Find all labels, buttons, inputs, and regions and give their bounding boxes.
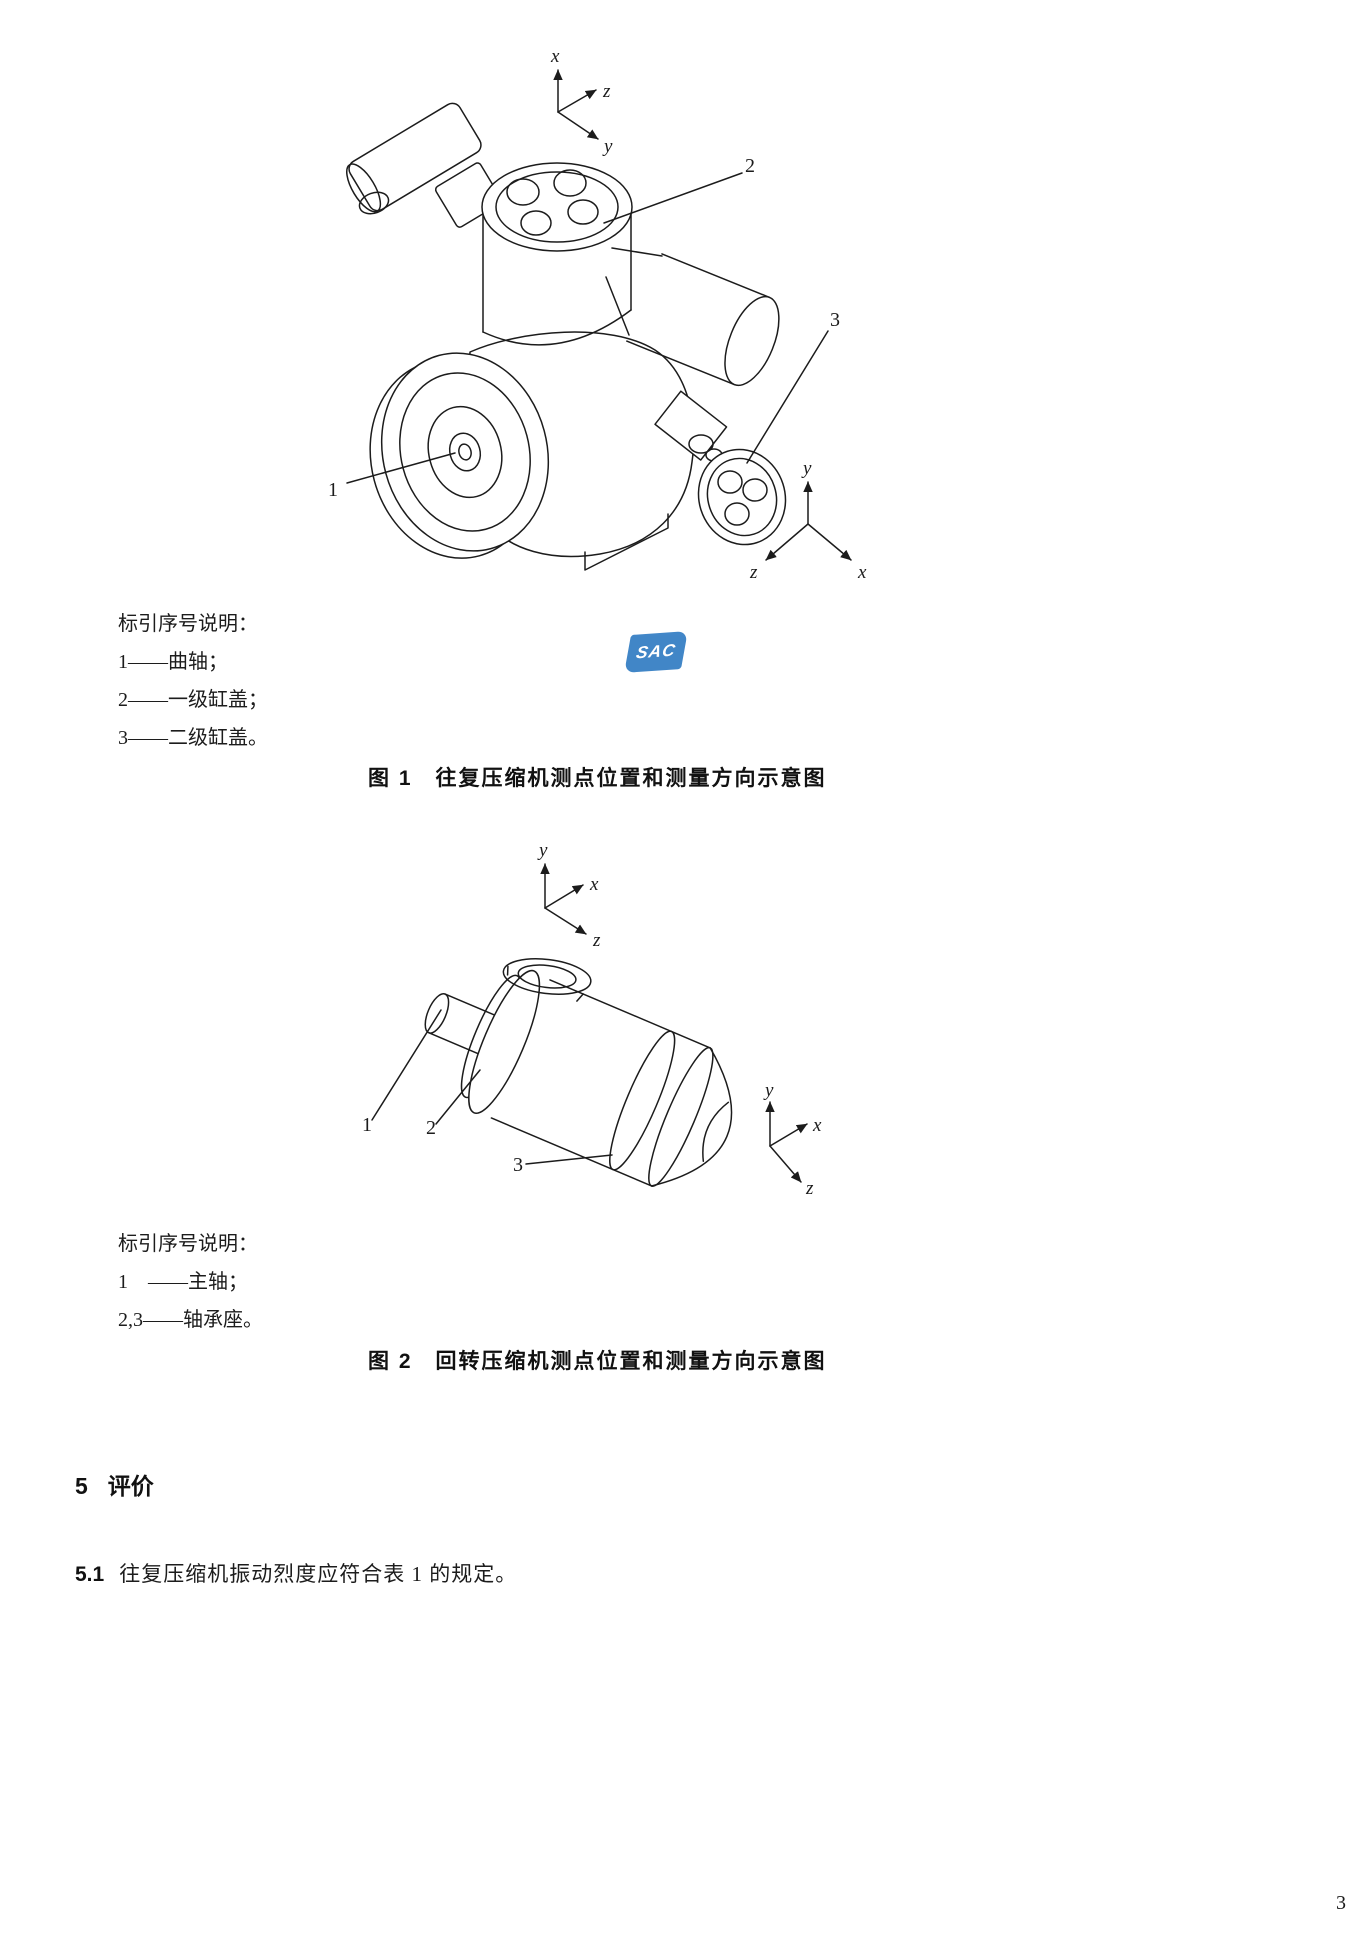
axis-label-z: z bbox=[592, 930, 601, 951]
top-flange bbox=[502, 958, 592, 995]
figure2-legend: 标引序号说明： 1 ——主轴； 2,3——轴承座。 bbox=[118, 1232, 263, 1346]
side-cylinder bbox=[605, 247, 780, 387]
figure2-axes-corner bbox=[765, 1101, 808, 1183]
clause-text: 往复压缩机振动烈度应符合表 1 的规定。 bbox=[119, 1562, 518, 1586]
motor-cylinder bbox=[346, 102, 503, 228]
axis-label-y: y bbox=[801, 458, 812, 479]
figure2-drawing: y x z y x z 1 2 3 bbox=[362, 840, 822, 1199]
legend-item: 1——曲轴； bbox=[118, 651, 228, 673]
callout-2: 2 bbox=[745, 155, 755, 177]
callout-1: 1 bbox=[328, 479, 338, 501]
stage1-cylinder-head bbox=[481, 162, 633, 346]
main-shaft bbox=[424, 992, 503, 1058]
legend-item: 3——二级缸盖。 bbox=[118, 727, 268, 749]
figure1-legend: 标引序号说明： 1——曲轴； 2——一级缸盖； 3——二级缸盖。 bbox=[118, 612, 268, 764]
bearing-seat-right bbox=[609, 1030, 676, 1171]
figure2-leader-lines bbox=[371, 1009, 613, 1165]
sac-watermark-logo: SAC bbox=[624, 631, 688, 673]
figure1-axes-top bbox=[553, 69, 599, 140]
legend-item: 1 ——主轴； bbox=[118, 1271, 248, 1293]
figure1-axes-corner bbox=[765, 481, 852, 561]
axis-label-y: y bbox=[763, 1080, 774, 1101]
axis-label-x: x bbox=[857, 562, 867, 583]
axis-label-y: y bbox=[537, 840, 548, 861]
legend-item: 2,3——轴承座。 bbox=[118, 1309, 263, 1331]
axis-label-y: y bbox=[602, 136, 613, 157]
clause-number: 5.1 bbox=[75, 1563, 105, 1586]
legend-item: 2——一级缸盖； bbox=[118, 689, 268, 711]
section-number: 5 bbox=[75, 1473, 88, 1499]
flywheel bbox=[369, 352, 550, 559]
legend-title: 标引序号说明： bbox=[118, 1233, 258, 1255]
figure1-caption: 图 1 往复压缩机测点位置和测量方向示意图 bbox=[368, 767, 827, 790]
axis-label-z: z bbox=[602, 81, 611, 102]
page-number: 3 bbox=[1336, 1892, 1346, 1914]
figure1-leader-lines bbox=[346, 172, 829, 484]
axis-label-x: x bbox=[812, 1115, 822, 1136]
section-title: 评价 bbox=[107, 1473, 154, 1499]
sac-watermark-text: SAC bbox=[634, 640, 678, 663]
callout-3: 3 bbox=[830, 309, 840, 331]
figure2-axes-top bbox=[540, 863, 587, 935]
axis-label-z: z bbox=[749, 562, 758, 583]
callout-3: 3 bbox=[513, 1154, 523, 1176]
section-5-heading: 5 评价 bbox=[75, 1467, 154, 1501]
figure1-drawing: x z y y z x 1 2 3 bbox=[328, 46, 867, 583]
callout-2: 2 bbox=[426, 1117, 436, 1139]
clause-5-1: 5.1 往复压缩机振动烈度应符合表 1 的规定。 bbox=[75, 1558, 517, 1588]
axis-label-z: z bbox=[805, 1178, 814, 1199]
base-plate bbox=[584, 513, 669, 571]
rotary-compressor-body bbox=[424, 958, 733, 1187]
legend-title: 标引序号说明： bbox=[118, 613, 258, 635]
figure2-caption: 图 2 回转压缩机测点位置和测量方向示意图 bbox=[368, 1350, 827, 1373]
bearing-seat-left bbox=[468, 969, 541, 1114]
axis-label-x: x bbox=[589, 874, 599, 895]
axis-label-x: x bbox=[550, 46, 560, 67]
stage2-cylinder-head bbox=[654, 390, 787, 546]
callout-1: 1 bbox=[362, 1114, 372, 1136]
